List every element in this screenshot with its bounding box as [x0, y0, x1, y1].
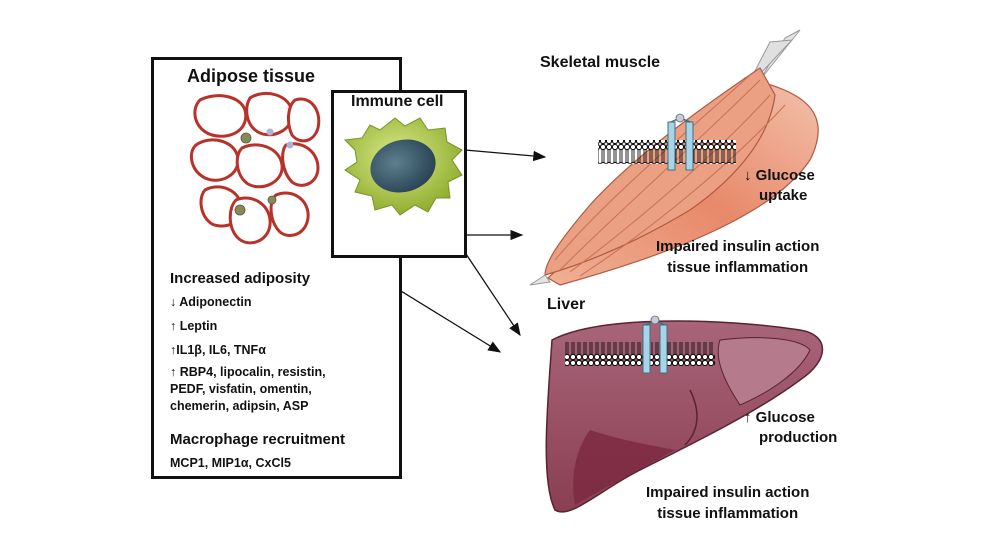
- skeletal-muscle-illustration: [529, 29, 819, 286]
- macrophage-recruitment-heading: Macrophage recruitment: [170, 431, 346, 448]
- chemokine-list: MCP1, MIP1α, CxCl5: [170, 456, 291, 470]
- muscle-glucose-line1: ↓ Glucose: [744, 167, 815, 184]
- muscle-impairment-text: Impaired insulin action tissue inflammat…: [656, 236, 819, 278]
- liver-title: Liver: [547, 296, 586, 313]
- increased-adiposity-heading: Increased adiposity: [170, 270, 311, 287]
- immune-cell-title: Immune cell: [351, 93, 444, 110]
- adipokine-item: PEDF, visfatin, omentin,: [170, 382, 312, 396]
- liver-glucose-effect: ↑ Glucose production: [744, 408, 837, 448]
- adipokine-item: chemerin, adipsin, ASP: [170, 399, 309, 413]
- adipose-tissue-title: Adipose tissue: [187, 66, 316, 86]
- adipokine-list: ↓ Adiponectin ↑ Leptin ↑IL1β, IL6, TNFα …: [170, 292, 326, 415]
- adipokine-item: ↑ RBP4, lipocalin, resistin,: [170, 365, 326, 379]
- muscle-impair-line1: Impaired insulin action: [656, 238, 820, 255]
- arrow-immune-to-muscle: [464, 149, 547, 162]
- liver-glucose-line1: ↑ Glucose: [744, 409, 815, 426]
- liver-illustration: [545, 315, 824, 513]
- skeletal-muscle-title: Skeletal muscle: [540, 54, 661, 71]
- adipokine-item: ↑ Leptin: [170, 319, 218, 333]
- liver-glucose-line2: production: [759, 429, 838, 446]
- immune-cell-panel: [331, 90, 467, 258]
- muscle-glucose-line2: uptake: [759, 187, 808, 204]
- adipokine-item: ↑IL1β, IL6, TNFα: [170, 343, 266, 357]
- liver-impairment-text: Impaired insulin action tissue inflammat…: [646, 482, 809, 524]
- muscle-glucose-effect: ↓ Glucose uptake: [744, 166, 815, 206]
- liver-impair-line1: Impaired insulin action: [646, 484, 810, 501]
- muscle-impair-line2: tissue inflammation: [667, 259, 809, 276]
- adipokine-item: ↓ Adiponectin: [170, 295, 252, 309]
- liver-impair-line2: tissue inflammation: [657, 505, 799, 522]
